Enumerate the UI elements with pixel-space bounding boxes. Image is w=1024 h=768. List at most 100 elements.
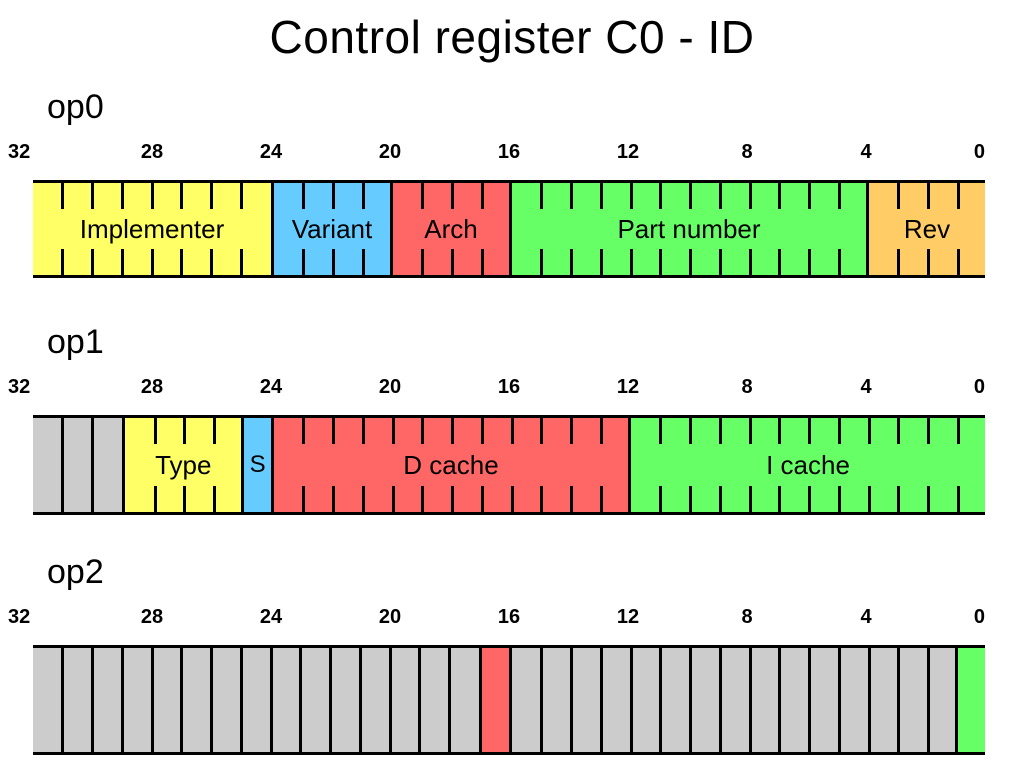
bit-tick-mark	[61, 183, 65, 209]
bit-separator	[599, 648, 603, 752]
bit-tick-mark	[61, 249, 65, 275]
bit-tick-mark	[927, 418, 930, 444]
bit-tick-mark	[332, 249, 335, 275]
bitfield-op0-variant: Variant	[271, 183, 390, 275]
bit-tick-mark	[510, 418, 514, 444]
bitfield-label: Type	[155, 450, 212, 480]
bit-tick-mark	[451, 249, 454, 275]
bit-tick-mark	[718, 486, 722, 512]
bitfield-op0-rev: Rev	[866, 183, 985, 275]
bit-tick-label: 12	[616, 141, 640, 163]
bit-tick-mark	[570, 249, 573, 275]
bit-tick-label: 24	[259, 141, 283, 163]
bit-tick-mark	[210, 183, 213, 209]
bit-tick-label: 28	[140, 376, 164, 398]
bit-tick-mark	[332, 183, 335, 209]
bitfield-op2-reserved-16-16	[479, 648, 509, 752]
bit-tick-label: 0	[973, 141, 985, 163]
bit-tick-mark	[421, 249, 425, 275]
bit-tick-label: 24	[259, 606, 283, 628]
bit-tick-label: 32	[8, 141, 31, 163]
bit-tick-mark	[451, 183, 454, 209]
bit-tick-mark	[570, 183, 573, 209]
bit-tick-mark	[599, 183, 603, 209]
bit-tick-mark	[748, 418, 752, 444]
bit-tick-mark	[897, 486, 901, 512]
bit-tick-mark	[361, 418, 365, 444]
bit-tick-mark	[599, 486, 603, 512]
bit-tick-mark	[659, 249, 663, 275]
bit-tick-label: 8	[741, 606, 753, 628]
bitfield-label: Arch	[424, 214, 478, 244]
bit-tick-mark	[480, 183, 484, 209]
bit-tick-mark	[659, 183, 663, 209]
bit-tick-mark	[150, 249, 154, 275]
bitfield-label: Implementer	[79, 214, 225, 244]
bitfield-label: Rev	[903, 214, 951, 244]
bit-tick-mark	[239, 249, 243, 275]
bit-tick-mark	[213, 418, 216, 444]
bit-separator	[748, 648, 752, 752]
bit-tick-mark	[629, 183, 633, 209]
bit-tick-mark	[808, 249, 811, 275]
bit-tick-label: 32	[8, 606, 31, 628]
bit-tick-mark	[808, 183, 811, 209]
bit-tick-mark	[897, 418, 901, 444]
bit-tick-mark	[451, 486, 454, 512]
bit-tick-label: 16	[497, 606, 521, 628]
bit-tick-mark	[210, 249, 213, 275]
bit-tick-mark	[480, 418, 484, 444]
bit-tick-mark	[421, 418, 425, 444]
bit-tick-label: 4	[860, 141, 872, 163]
bit-tick-mark	[718, 183, 722, 209]
bit-separator	[299, 648, 303, 752]
bit-separator	[570, 648, 573, 752]
bit-tick-mark	[183, 486, 187, 512]
bit-tick-mark	[570, 486, 573, 512]
bitfield-label: I cache	[766, 450, 850, 480]
bit-tick-mark	[540, 486, 544, 512]
bit-tick-mark	[540, 418, 544, 444]
bit-tick-mark	[659, 418, 663, 444]
bit-tick-label: 28	[140, 141, 164, 163]
bit-tick-label: 20	[378, 606, 402, 628]
bit-separator	[239, 648, 243, 752]
bit-tick-mark	[150, 183, 154, 209]
bit-tick-mark	[599, 249, 603, 275]
bit-tick-mark	[239, 183, 243, 209]
bitfield-op1-i-cache: I cache	[628, 418, 985, 512]
bitfield-op0-arch: Arch	[390, 183, 509, 275]
bit-tick-mark	[570, 418, 573, 444]
bitfield-label: Variant	[291, 214, 373, 244]
bit-tick-mark	[213, 486, 216, 512]
bit-tick-mark	[689, 418, 692, 444]
bit-tick-label: 0	[973, 376, 985, 398]
bit-separator	[897, 648, 901, 752]
bit-tick-mark	[808, 486, 811, 512]
bit-tick-mark	[748, 183, 752, 209]
bitfield-op1-reserved-31-29	[33, 418, 123, 512]
bit-tick-mark	[120, 249, 124, 275]
bit-tick-mark	[510, 486, 514, 512]
bit-tick-mark	[689, 183, 692, 209]
register-op1-label: op1	[47, 323, 104, 361]
bitfield-op2-reserved-31-17	[33, 648, 480, 752]
bit-tick-mark	[956, 183, 960, 209]
bit-tick-mark	[689, 249, 692, 275]
bit-tick-label: 20	[378, 376, 402, 398]
bit-tick-mark	[956, 486, 960, 512]
bitfield-label: S	[249, 451, 266, 478]
bit-tick-mark	[302, 183, 306, 209]
bit-tick-mark	[451, 418, 454, 444]
bit-tick-mark	[778, 249, 782, 275]
bitfield-op0-implementer: Implementer	[33, 183, 271, 275]
bit-separator	[867, 648, 871, 752]
bit-tick-label: 8	[741, 376, 753, 398]
bit-tick-mark	[180, 249, 184, 275]
bit-tick-label: 8	[741, 141, 753, 163]
bitfield-op1-s: S	[241, 418, 271, 512]
bit-tick-mark	[718, 249, 722, 275]
bitfield-op1-type: Type	[122, 418, 242, 512]
